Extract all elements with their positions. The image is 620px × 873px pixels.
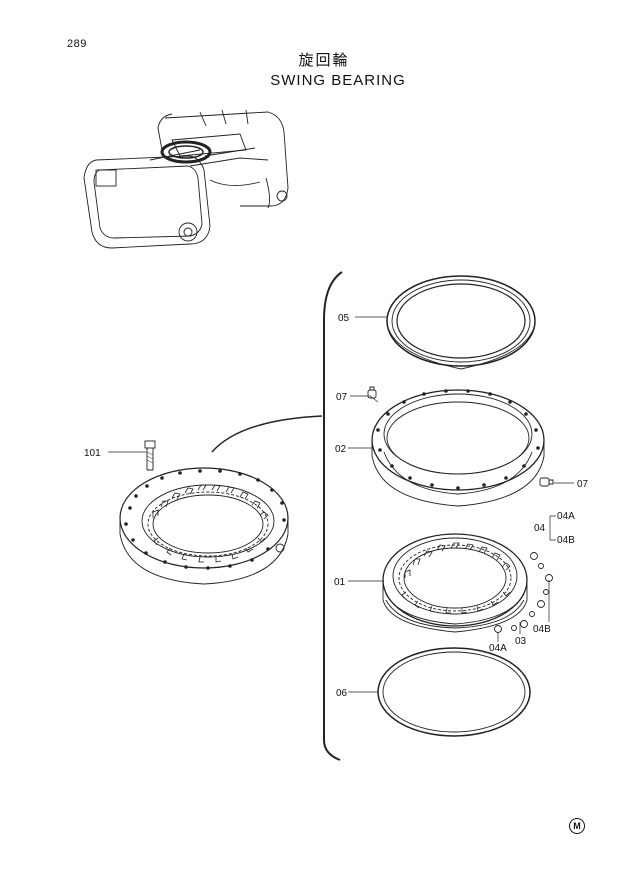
- part-01-gear-teeth: [401, 542, 511, 614]
- part-06-seal: [377, 647, 531, 737]
- label-03: 03: [515, 636, 527, 647]
- assembled-gear-teeth: [152, 484, 269, 563]
- label-04a-top: 04A: [557, 511, 575, 522]
- part-02-bolt-holes: [376, 389, 540, 490]
- undercarriage-illustration: [83, 109, 289, 249]
- assembled-ring-bolt-holes: [124, 469, 286, 570]
- label-02: 02: [335, 444, 347, 455]
- group-bracket: [323, 271, 343, 761]
- part-05-seal: [386, 275, 536, 370]
- label-01: 01: [334, 577, 346, 588]
- label-101: 101: [84, 448, 101, 459]
- leader-curve: [211, 415, 323, 453]
- page-number: 289: [67, 38, 87, 50]
- label-07-lower: 07: [577, 479, 589, 490]
- assembled-gear-ring: [119, 467, 289, 585]
- parts-04-03-small: [494, 552, 553, 633]
- label-04: 04: [534, 523, 546, 534]
- title-japanese: 旋回輪: [298, 51, 350, 69]
- part-01-gear-ring: [382, 533, 528, 633]
- part-101-bolt: [144, 440, 156, 471]
- part-07-grease-nipples: [367, 386, 554, 487]
- label-06: 06: [336, 688, 348, 699]
- label-05: 05: [338, 313, 350, 324]
- label-07-upper: 07: [336, 392, 348, 403]
- label-04b-bottom: 04B: [533, 624, 551, 635]
- label-04b-top: 04B: [557, 535, 575, 546]
- title-english: SWING BEARING: [270, 72, 406, 89]
- label-04a-bottom: 04A: [489, 643, 507, 654]
- m-circle-logo: M: [569, 818, 585, 834]
- part-02-outer-ring: [371, 389, 545, 507]
